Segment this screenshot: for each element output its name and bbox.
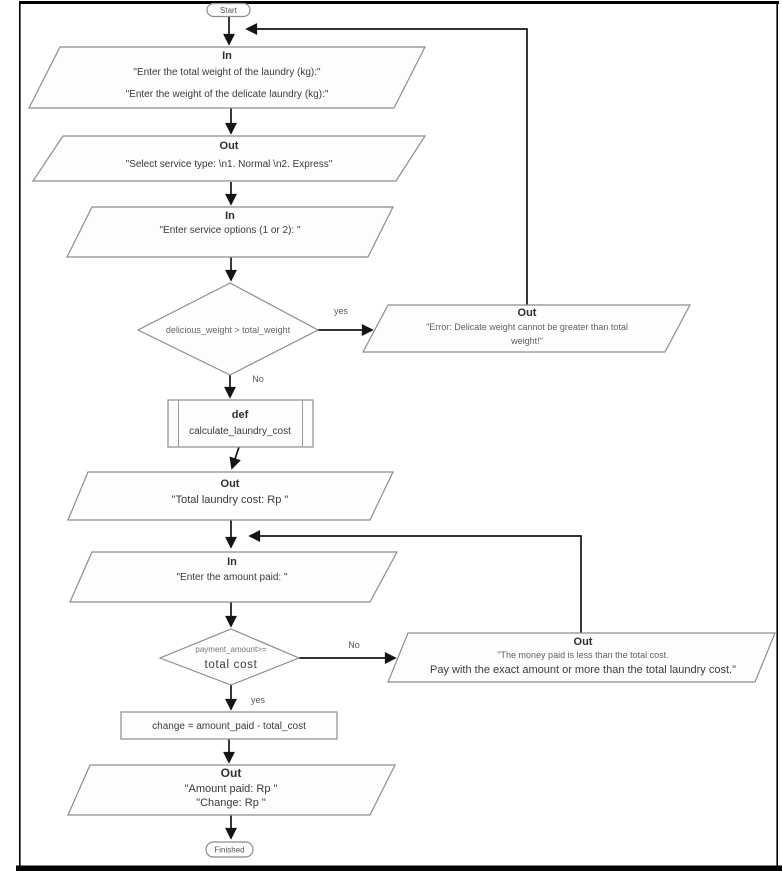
- input-amount-paid-parallelogram: [69, 551, 399, 603]
- decision-weight-yes-label: yes: [334, 306, 349, 316]
- edge-subroutine-to-out-cost: [229, 446, 241, 470]
- input-weights-line2: "Enter the weight of the delicate laundr…: [126, 89, 329, 100]
- out-service-title: Out: [220, 140, 239, 152]
- edge-loop-payment-error-back: [248, 530, 582, 633]
- subroutine-box: [167, 399, 314, 448]
- out-weight-error-line1: "Error: Delicate weight cannot be greate…: [426, 322, 628, 332]
- out-total-cost-title: Out: [221, 478, 240, 490]
- process-change-rect: [120, 711, 338, 740]
- decision-weight-condition: delicious_weight > total_weight: [166, 325, 291, 335]
- out-service-line1: "Select service type: \n1. Normal \n2. E…: [126, 159, 333, 170]
- decision-weight-diamond: [136, 282, 320, 376]
- out-payment-error-line1: "The money paid is less than the total c…: [497, 650, 668, 660]
- out-total-cost-parallelogram: [67, 471, 394, 521]
- edge-loop-weight-error-to-top: [245, 23, 528, 305]
- out-total-cost-line1: "Total laundry cost: Rp ": [172, 494, 289, 506]
- input-service-option-parallelogram: [66, 206, 394, 258]
- decision-payment-no-label: No: [348, 640, 360, 650]
- out-result-line2: "Change: Rp ": [196, 797, 266, 809]
- input-weights-line1: "Enter the total weight of the laundry (…: [133, 67, 321, 78]
- input-paid-line1: "Enter the amount paid: ": [176, 572, 288, 583]
- input-weights-title: In: [222, 50, 232, 62]
- out-weight-error-parallelogram: [362, 304, 691, 353]
- decision-weight-no-label: No: [252, 374, 264, 384]
- decision-payment-condition2: total cost: [204, 659, 257, 671]
- out-weight-error-line2: weight!": [510, 336, 543, 346]
- finished-label: Finished: [214, 846, 244, 855]
- subroutine-name: calculate_laundry_cost: [189, 426, 291, 437]
- start-label: Start: [220, 6, 238, 15]
- decision-payment-diamond: [158, 628, 301, 686]
- out-weight-error-title: Out: [518, 307, 537, 319]
- input-option-title: In: [225, 210, 235, 222]
- process-change-expression: change = amount_paid - total_cost: [152, 721, 306, 732]
- start-terminator: [206, 2, 251, 18]
- input-option-line1: "Enter service options (1 or 2): ": [159, 225, 300, 236]
- finished-terminator: [205, 841, 254, 858]
- out-service-menu-parallelogram: [31, 135, 427, 182]
- subroutine-title: def: [232, 409, 249, 421]
- out-payment-error-title: Out: [574, 636, 593, 648]
- decision-payment-yes-label: yes: [251, 695, 266, 705]
- input-weights-parallelogram: [28, 46, 426, 109]
- out-result-title: Out: [221, 766, 242, 780]
- out-result-parallelogram: [67, 764, 396, 816]
- decision-payment-condition1: payment_amount>=: [195, 645, 266, 654]
- out-payment-error-line2: Pay with the exact amount or more than t…: [430, 664, 736, 676]
- out-result-line1: "Amount paid: Rp ": [185, 783, 278, 795]
- out-payment-error-parallelogram: [387, 632, 776, 683]
- input-paid-title: In: [227, 556, 237, 568]
